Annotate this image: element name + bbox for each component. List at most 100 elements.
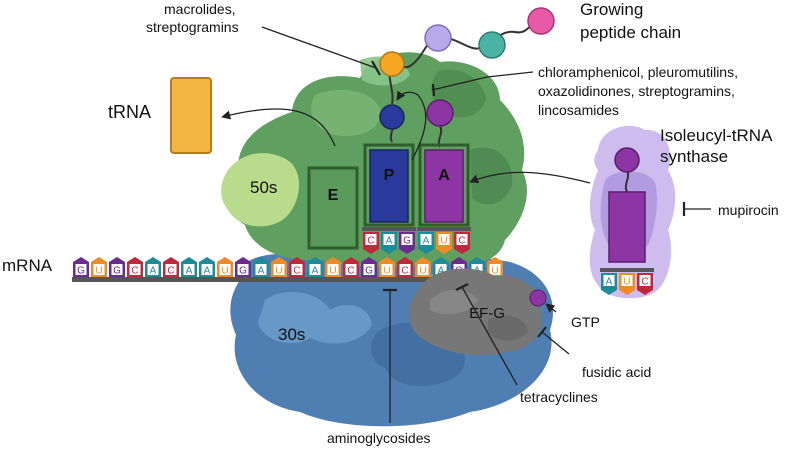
mrna-nucleotide: C bbox=[289, 257, 305, 277]
a-anticodon-nucleotide-letter: C bbox=[458, 236, 465, 247]
peptide-residue-2 bbox=[424, 24, 452, 52]
p-anticodon-nucleotide: G bbox=[399, 232, 415, 254]
mrna-nucleotide-letter: U bbox=[383, 266, 390, 277]
fusidic-acid-line bbox=[541, 331, 570, 355]
growing-chain-label-2: peptide chain bbox=[580, 23, 681, 42]
synthase-anticodon-nucleotide-letter: A bbox=[606, 277, 613, 288]
p-anticodon-nucleotide-letter: C bbox=[367, 236, 374, 247]
peptidyl-inhibitors-label-3: lincosamides bbox=[538, 102, 619, 118]
mrna-nucleotide-letter: U bbox=[275, 266, 282, 277]
synthase-label-2: synthase bbox=[660, 147, 728, 166]
mrna-nucleotide: U bbox=[217, 257, 233, 277]
mrna-nucleotide: C bbox=[343, 257, 359, 277]
mrna-nucleotide-letter: C bbox=[131, 266, 138, 277]
synthase-anticodon-nucleotide-letter: U bbox=[623, 277, 630, 288]
mrna-nucleotide: C bbox=[163, 257, 179, 277]
mrna-nucleotide-letter: C bbox=[293, 266, 300, 277]
peptide-residue-4 bbox=[527, 7, 555, 35]
trna-label: tRNA bbox=[108, 102, 151, 122]
mrna-nucleotide: U bbox=[415, 257, 431, 277]
mrna-nucleotide-letter: A bbox=[258, 266, 265, 277]
a-anticodon-nucleotide-letter: U bbox=[440, 236, 447, 247]
peptidyl-inhibitors-label-1: chloramphenicol, pleuromutilins, bbox=[538, 64, 738, 80]
a-site-frame bbox=[418, 143, 470, 227]
gtp-label: GTP bbox=[571, 314, 600, 330]
mrna-nucleotide-letter: U bbox=[95, 266, 102, 277]
gtp-arrow bbox=[545, 303, 557, 313]
synthase-anticodon-nucleotide: A bbox=[601, 273, 617, 295]
synthase-anticodon-nucleotide: U bbox=[619, 273, 635, 295]
synthase-anticodon-nucleotide: C bbox=[637, 273, 653, 295]
p-anticodon-nucleotide: A bbox=[381, 232, 397, 254]
mrna-nucleotide-letter: U bbox=[491, 266, 498, 277]
mrna-nucleotide-letter: C bbox=[167, 266, 174, 277]
e-site: E bbox=[307, 166, 359, 250]
trna-exit-arrow bbox=[221, 108, 336, 147]
mrna-nucleotide: A bbox=[181, 257, 197, 277]
mrna-nucleotide-letter: G bbox=[365, 266, 373, 277]
macrolides-label-2: streptogramins bbox=[146, 19, 239, 35]
p-site-label: P bbox=[384, 167, 395, 184]
growing-peptide-chain bbox=[379, 7, 555, 105]
mrna-nucleotide: G bbox=[361, 257, 377, 277]
free-trna bbox=[170, 77, 212, 154]
p-site-frame bbox=[363, 143, 415, 227]
mrna-nucleotide: U bbox=[325, 257, 341, 277]
peptidyl-inhibitor-line bbox=[431, 71, 534, 91]
mrna-nucleotide: C bbox=[127, 257, 143, 277]
mrna-nucleotide: U bbox=[91, 257, 107, 277]
mrna-nucleotide: U bbox=[487, 257, 503, 277]
mrna-nucleotide-letter: A bbox=[312, 266, 319, 277]
synthase-amino-acid bbox=[614, 147, 640, 173]
a-anticodon-nucleotide: U bbox=[436, 232, 452, 254]
mrna-nucleotide-letter: A bbox=[438, 266, 445, 277]
mrna-nucleotide: G bbox=[235, 257, 251, 277]
labels: Growing peptide chain macrolides, strept… bbox=[2, 0, 779, 446]
synthase-trna bbox=[608, 191, 646, 263]
a-anticodon-nucleotide-letter: A bbox=[423, 236, 430, 247]
mrna-nucleotide-letter: U bbox=[221, 266, 228, 277]
mrna-nucleotide-letter: U bbox=[419, 266, 426, 277]
annotation-lines bbox=[221, 26, 711, 423]
mrna-nucleotide: U bbox=[271, 257, 287, 277]
mupirocin-label: mupirocin bbox=[718, 202, 779, 218]
gtp-molecule bbox=[529, 289, 547, 307]
a-anticodon-nucleotide: C bbox=[454, 232, 470, 254]
mrna-nucleotide: G bbox=[109, 257, 125, 277]
mrna-nucleotide-letter: U bbox=[329, 266, 336, 277]
mrna-nucleotide-letter: A bbox=[150, 266, 157, 277]
peptide-residue-1 bbox=[379, 51, 405, 77]
tetracyclines-label: tetracyclines bbox=[520, 389, 598, 405]
mrna-nucleotide-letter: G bbox=[113, 266, 121, 277]
aminoglycosides-label: aminoglycosides bbox=[327, 430, 431, 446]
e-site-label: E bbox=[328, 187, 339, 204]
tetracyclines-line bbox=[461, 286, 518, 386]
mrna-nucleotide: G bbox=[73, 257, 89, 277]
p-anticodon-nucleotide: C bbox=[363, 232, 379, 254]
mrna-nucleotide-letter: C bbox=[347, 266, 354, 277]
peptide-residue-3 bbox=[478, 31, 506, 59]
synthase-delivery-arrow bbox=[469, 171, 591, 184]
a-site-amino-acid bbox=[426, 99, 454, 127]
fusidic-acid-label: fusidic acid bbox=[582, 364, 651, 380]
peptidyl-inhibitors-label-2: oxazolidinones, streptogramins, bbox=[538, 83, 735, 99]
mrna-nucleotide-letter: A bbox=[186, 266, 193, 277]
macrolides-label-1: macrolides, bbox=[164, 1, 236, 17]
p-site-amino-acid bbox=[379, 104, 405, 130]
p-anticodon-nucleotide-letter: A bbox=[386, 236, 393, 247]
mrna-nucleotide: U bbox=[379, 257, 395, 277]
mrna-nucleotide-letter: G bbox=[77, 266, 85, 277]
mrna-nucleotide: A bbox=[307, 257, 323, 277]
ef-g-label: EF-G bbox=[469, 305, 505, 322]
peptidyl-transfer-arrow bbox=[396, 90, 427, 161]
mrna-nucleotide: A bbox=[253, 257, 269, 277]
a-anticodon-nucleotide: A bbox=[418, 232, 434, 254]
growing-chain-label-1: Growing bbox=[580, 0, 643, 19]
ribosome-50s-label: 50s bbox=[250, 178, 277, 197]
